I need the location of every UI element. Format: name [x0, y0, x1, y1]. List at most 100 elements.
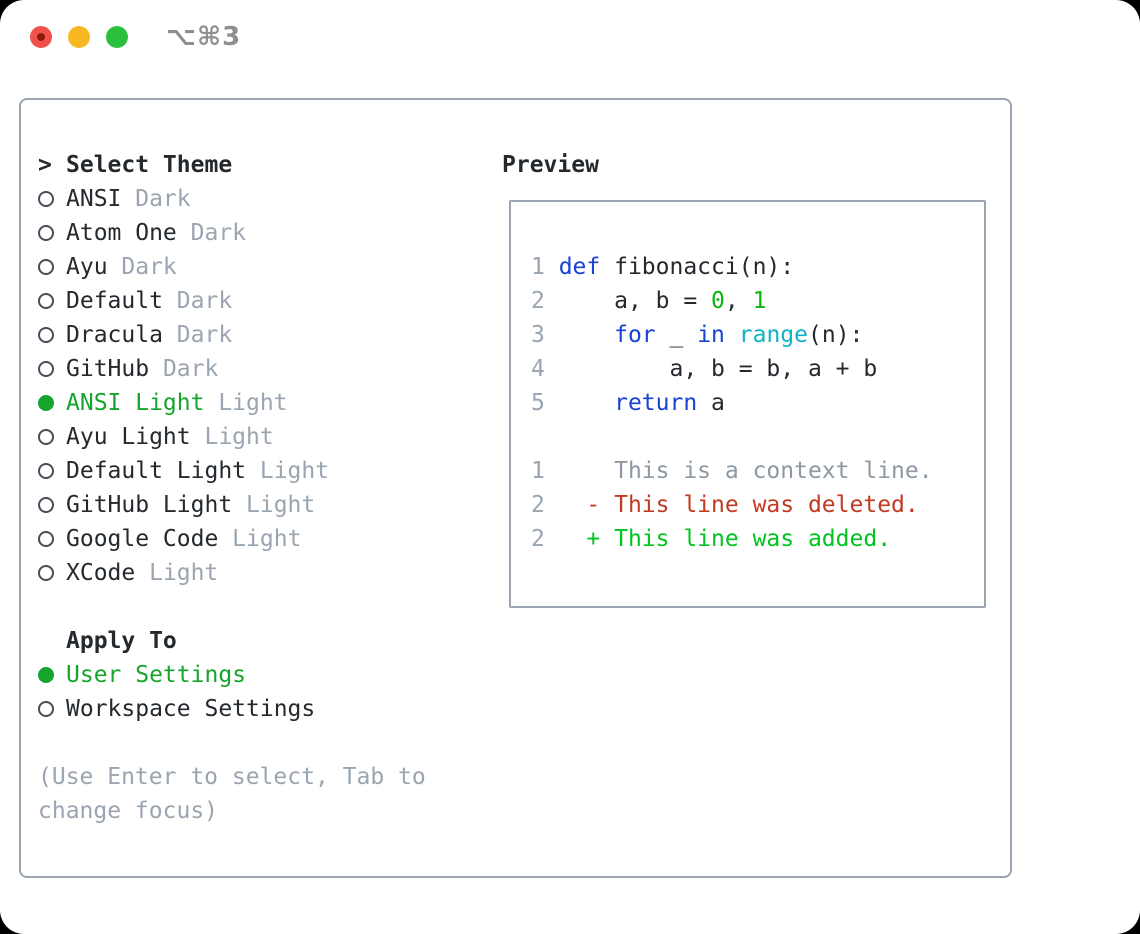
- theme-option-atom-one[interactable]: Atom One Dark: [38, 216, 483, 250]
- radio-selected-icon: [38, 667, 66, 683]
- code-token: 1: [752, 288, 767, 314]
- variant-label: Light: [232, 492, 316, 518]
- code-line: 5 return a: [531, 386, 984, 420]
- variant-label: Light: [135, 560, 219, 586]
- radio-selected-icon: [38, 395, 66, 411]
- theme-option-xcode[interactable]: XCode Light: [38, 556, 483, 590]
- hollow-circle-icon: [38, 565, 54, 581]
- variant-label: Dark: [121, 186, 191, 212]
- code-token: 0: [711, 288, 725, 314]
- option-label: Dracula: [66, 322, 163, 348]
- theme-option-default[interactable]: Default Dark: [38, 284, 483, 318]
- zoom-button[interactable]: [106, 26, 128, 48]
- radio-icon: [38, 259, 66, 275]
- option-label: Default: [66, 288, 163, 314]
- hollow-circle-icon: [38, 701, 54, 717]
- theme-option-dracula[interactable]: Dracula Dark: [38, 318, 483, 352]
- variant-label: Light: [204, 390, 288, 416]
- code-token: in: [697, 322, 725, 348]
- hollow-circle-icon: [38, 361, 54, 377]
- apply-option-user-settings[interactable]: User Settings: [38, 658, 483, 692]
- code-token: - This line was deleted.: [558, 492, 919, 518]
- code-token: return: [614, 390, 698, 416]
- option-label: Google Code: [66, 526, 219, 552]
- option-label: Workspace Settings: [66, 696, 316, 722]
- option-label: ANSI Light: [66, 390, 205, 416]
- variant-label: Dark: [149, 356, 219, 382]
- option-label: XCode: [66, 560, 136, 586]
- option-label: ANSI: [66, 186, 122, 212]
- hollow-circle-icon: [38, 327, 54, 343]
- code-line: 2 + This line was added.: [531, 522, 984, 556]
- variant-label: Light: [246, 458, 330, 484]
- spacer-row: [38, 590, 483, 624]
- line-number: [531, 424, 559, 450]
- apply-option-workspace-settings[interactable]: Workspace Settings: [38, 692, 483, 726]
- code-token: a, b = b, a + b: [558, 356, 878, 382]
- variant-label: Dark: [162, 288, 233, 314]
- theme-option-github-light[interactable]: GitHub Light Light: [38, 488, 483, 522]
- hollow-circle-icon: [38, 259, 54, 275]
- option-label: GitHub: [66, 356, 150, 382]
- title-bar: ⌥⌘3: [0, 0, 1140, 74]
- radio-icon: [38, 361, 66, 377]
- option-label: Ayu: [66, 254, 108, 280]
- radio-icon: [38, 531, 66, 547]
- filled-circle-icon: [38, 667, 54, 683]
- hollow-circle-icon: [38, 429, 54, 445]
- radio-icon: [38, 565, 66, 581]
- radio-icon: [38, 225, 66, 241]
- code-token: _: [655, 322, 698, 348]
- variant-label: Light: [190, 424, 274, 450]
- code-token: (n):: [808, 322, 864, 348]
- option-label: GitHub Light: [66, 492, 233, 518]
- code-line: 1 This is a context line.: [531, 454, 984, 488]
- code-token: [559, 322, 614, 348]
- variant-label: Dark: [176, 220, 247, 246]
- line-number: 4: [531, 356, 559, 382]
- radio-icon: [38, 497, 66, 513]
- theme-option-ayu[interactable]: Ayu Dark: [38, 250, 483, 284]
- close-dot-icon: [37, 33, 45, 41]
- theme-option-google-code[interactable]: Google Code Light: [38, 522, 483, 556]
- radio-icon: [38, 429, 66, 445]
- code-token: fibonacci(n):: [600, 254, 795, 280]
- code-token: a, b =: [558, 288, 712, 314]
- code-token: for: [614, 322, 656, 348]
- option-label: Atom One: [66, 220, 177, 246]
- apply-to-header: Apply To: [38, 624, 483, 658]
- minimize-button[interactable]: [68, 26, 90, 48]
- radio-icon: [38, 701, 66, 717]
- variant-label: Light: [218, 526, 302, 552]
- code-line: 1 def fibonacci(n):: [531, 250, 984, 284]
- hollow-circle-icon: [38, 531, 54, 547]
- theme-option-ansi-light[interactable]: ANSI Light Light: [38, 386, 483, 420]
- line-number: 1: [531, 458, 559, 484]
- hollow-circle-icon: [38, 225, 54, 241]
- code-line: 4 a, b = b, a + b: [531, 352, 984, 386]
- close-button[interactable]: [30, 26, 52, 48]
- hint-line: (Use Enter to select, Tab to: [38, 764, 426, 790]
- keyboard-shortcut-label: ⌥⌘3: [166, 22, 242, 52]
- variant-label: Dark: [107, 254, 177, 280]
- theme-option-ayu-light[interactable]: Ayu Light Light: [38, 420, 483, 454]
- theme-option-default-light[interactable]: Default Light Light: [38, 454, 483, 488]
- theme-option-github[interactable]: GitHub Dark: [38, 352, 483, 386]
- code-token: a: [697, 390, 725, 416]
- line-number: 1: [531, 254, 559, 280]
- select-theme-title: Select Theme: [66, 152, 233, 178]
- hollow-circle-icon: [38, 293, 54, 309]
- code-token: range: [738, 322, 808, 348]
- option-label: User Settings: [66, 662, 247, 688]
- line-number: 2: [531, 492, 559, 518]
- line-number: 2: [531, 288, 559, 314]
- preview-title: Preview: [502, 152, 599, 178]
- line-number: 3: [531, 322, 559, 348]
- theme-option-ansi[interactable]: ANSI Dark: [38, 182, 483, 216]
- apply-to-title: Apply To: [66, 628, 177, 654]
